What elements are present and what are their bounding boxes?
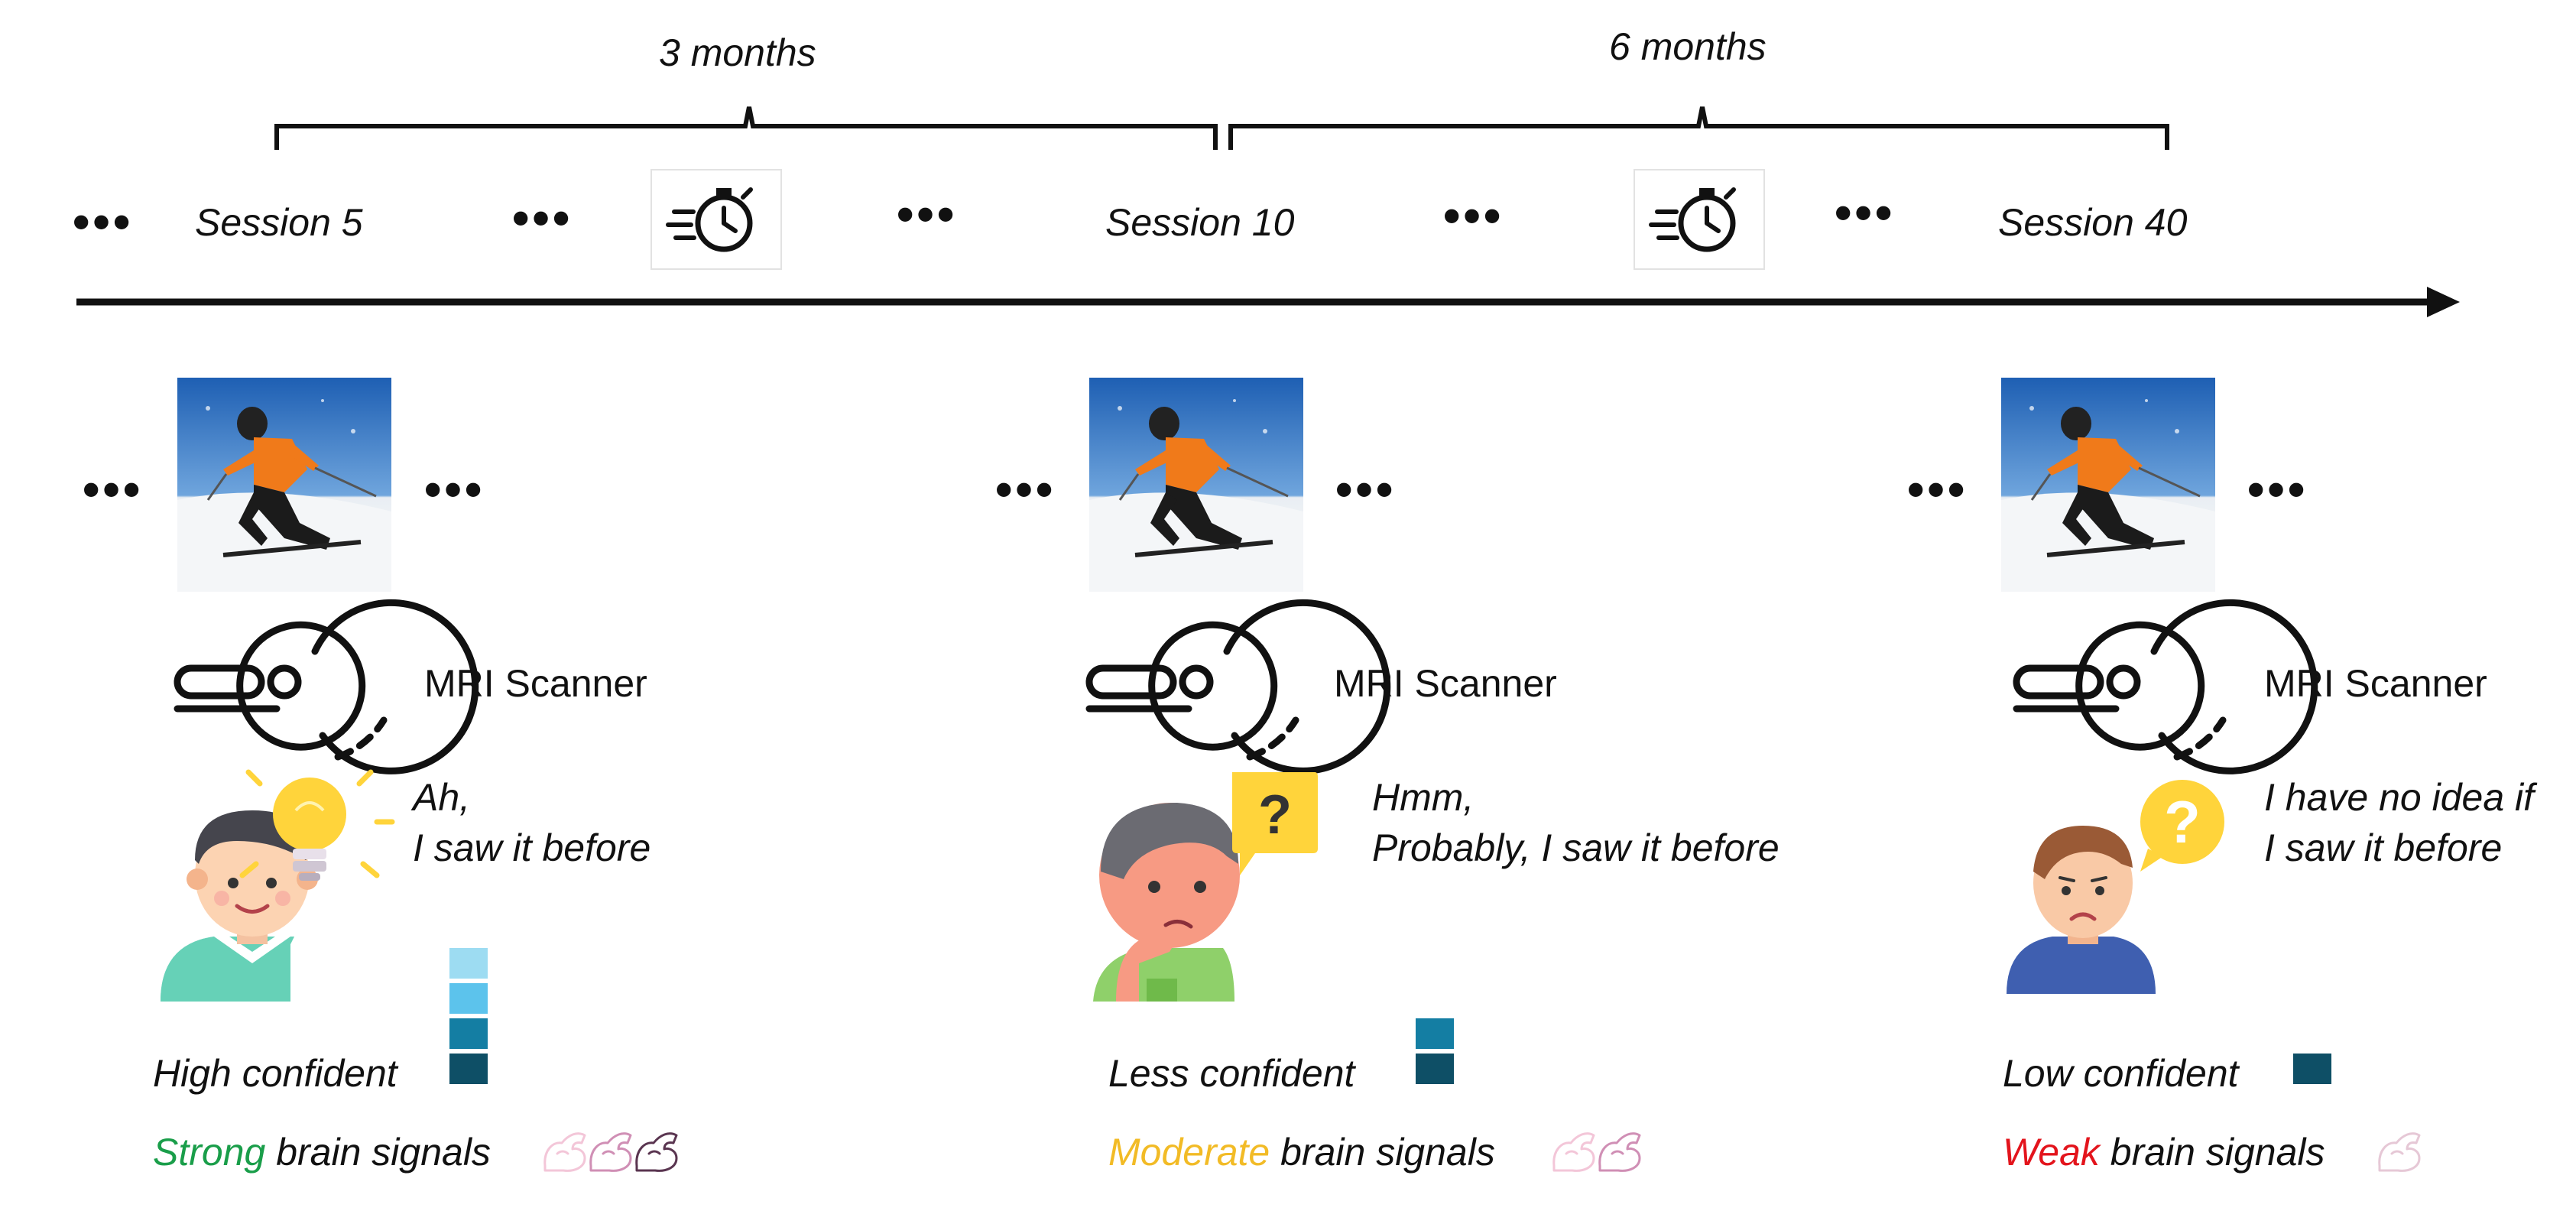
- muscle-icon: [2378, 1132, 2421, 1172]
- confidence-label: Less confident: [1108, 1052, 1355, 1095]
- span-label-6-months: 6 months: [1609, 25, 1767, 68]
- stopwatch-icon: [651, 170, 781, 269]
- mri-scanner-label: MRI Scanner: [424, 662, 647, 705]
- muscle-icon: [543, 1132, 586, 1172]
- question-bubble-icon: ?: [1232, 772, 1318, 875]
- signal-rest-text: brain signals: [265, 1131, 491, 1174]
- recall-quote: I have no idea if I saw it before: [2264, 776, 2535, 869]
- confidence-square: [449, 1054, 488, 1084]
- span-label-3-months: 3 months: [659, 31, 816, 74]
- svg-text:?: ?: [1258, 784, 1292, 846]
- recall-quote: Hmm, Probably, I saw it before: [1372, 776, 1780, 869]
- mri-scanner-label: MRI Scanner: [2264, 662, 2487, 705]
- muscle-icon: [1552, 1132, 1595, 1172]
- confused-person-icon: [2007, 826, 2156, 994]
- signal-strength-word: Moderate: [1108, 1131, 1270, 1174]
- muscle-icon: [589, 1132, 632, 1172]
- confidence-square: [1416, 1018, 1454, 1049]
- confidence-square: [449, 948, 488, 979]
- question-bubble-icon: ?: [2140, 780, 2224, 872]
- signal-strength-word: Strong: [153, 1131, 266, 1174]
- confidence-square: [449, 1018, 488, 1049]
- confidence-square: [449, 983, 488, 1014]
- timeline-ellipsis: •••: [512, 190, 573, 245]
- thinking-person-icon: [1093, 803, 1240, 1002]
- confidence-square: [2293, 1054, 2331, 1084]
- confidence-label: High confident: [153, 1052, 397, 1095]
- stopwatch-icon: [1634, 170, 1764, 269]
- brain-signal-label: Weak brain signals: [2003, 1130, 2325, 1174]
- brace-3-months: [274, 106, 1218, 150]
- lightbulb-icon: [239, 769, 395, 881]
- skier-image: [1089, 378, 1303, 592]
- session-5-label: Session 5: [195, 201, 363, 244]
- session-10-label: Session 10: [1105, 201, 1295, 244]
- muscle-icon: [1598, 1132, 1641, 1172]
- timeline-ellipsis: •••: [897, 187, 958, 242]
- image-ellipsis: •••: [424, 462, 485, 517]
- svg-text:?: ?: [2164, 788, 2201, 855]
- confidence-label: Low confident: [2003, 1052, 2239, 1095]
- skier-image: [177, 378, 391, 592]
- muscle-icon-group-1: [543, 1132, 678, 1172]
- timeline-ellipsis: •••: [1443, 188, 1504, 243]
- brain-signal-label: Moderate brain signals: [1108, 1130, 1495, 1174]
- mri-scanner-label: MRI Scanner: [1334, 662, 1557, 705]
- confidence-square: [1416, 1054, 1454, 1084]
- time-arrow-head: [2427, 287, 2460, 317]
- brace-6-months: [1228, 106, 2169, 150]
- timeline-ellipsis: •••: [1835, 185, 1896, 240]
- image-ellipsis: •••: [995, 462, 1056, 517]
- recall-quote: Ah, I saw it before: [413, 776, 651, 869]
- signal-strength-word: Weak: [2003, 1131, 2100, 1174]
- image-ellipsis: •••: [2247, 462, 2308, 517]
- muscle-icon: [635, 1132, 678, 1172]
- session-40-label: Session 40: [1998, 201, 2188, 244]
- image-ellipsis: •••: [1907, 462, 1968, 517]
- signal-rest-text: brain signals: [1270, 1131, 1495, 1174]
- muscle-icon-group-2: [1552, 1132, 1641, 1172]
- image-ellipsis: •••: [1335, 462, 1397, 517]
- image-ellipsis: •••: [83, 462, 144, 517]
- timeline-ellipsis: •••: [73, 194, 134, 249]
- signal-rest-text: brain signals: [2099, 1131, 2325, 1174]
- skier-image: [2001, 378, 2215, 592]
- brain-signal-label: Strong brain signals: [153, 1130, 491, 1174]
- muscle-icon-group-3: [2378, 1132, 2421, 1172]
